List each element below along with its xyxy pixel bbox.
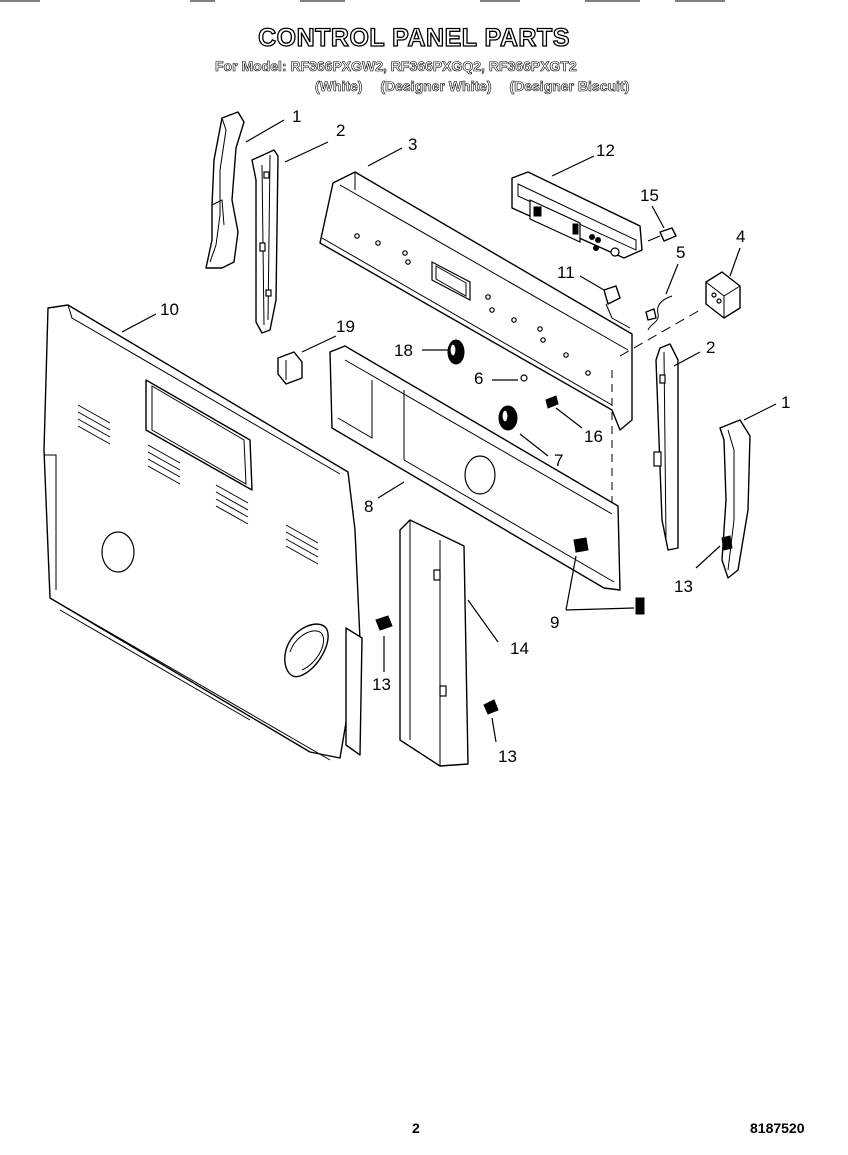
part-4-switch-box <box>705 271 741 319</box>
callout-12: 12 <box>596 141 615 160</box>
callout-2-top: 2 <box>336 121 345 140</box>
callout-3: 3 <box>408 135 417 154</box>
callout-6: 6 <box>474 369 483 388</box>
callout-4: 4 <box>736 227 745 246</box>
part-13-screws <box>375 535 733 715</box>
part-1-left-endcap <box>205 111 245 269</box>
part-6-screw <box>520 374 528 382</box>
callout-19: 19 <box>336 317 355 336</box>
callout-15: 15 <box>640 186 659 205</box>
callout-13-right: 13 <box>674 577 693 596</box>
page-number: 2 <box>412 1120 420 1136</box>
part-8-control-frame <box>329 345 621 591</box>
part-19-clip <box>277 351 303 385</box>
part-16-screw <box>545 395 559 409</box>
callout-16: 16 <box>584 427 603 446</box>
callout-labels: 1 2 3 12 15 4 5 11 10 19 18 2 1 6 16 7 8… <box>160 107 790 766</box>
part-2-right-bracket <box>653 343 679 551</box>
callout-7: 7 <box>554 451 563 470</box>
model-list: For Model: RF366PXGW2, RF366PXGQ2, RF366… <box>215 58 577 75</box>
callout-13-bottom: 13 <box>498 747 517 766</box>
part-9-screws <box>573 537 645 615</box>
part-12-touch-control <box>511 171 643 259</box>
document-number: 8187520 <box>750 1120 805 1136</box>
callout-10: 10 <box>160 300 179 319</box>
part-11-connector <box>603 285 631 329</box>
alignment-lines <box>611 309 701 520</box>
callout-9: 9 <box>550 613 559 632</box>
callout-1-top: 1 <box>292 107 301 126</box>
model-variants: (White) (Designer White) (Designer Biscu… <box>315 78 643 95</box>
callout-2-right: 2 <box>706 338 715 357</box>
part-1-right-endcap <box>719 419 751 579</box>
part-15-screw <box>647 227 677 242</box>
part-5-wire-harness <box>645 295 673 331</box>
variant-designer-white: (Designer White) <box>380 78 492 95</box>
part-14-channel <box>399 519 469 767</box>
callout-5: 5 <box>676 243 685 262</box>
variant-white: (White) <box>315 78 363 95</box>
part-7-knob <box>498 405 518 431</box>
leader-lines <box>121 119 777 743</box>
part-18-knob <box>447 339 465 365</box>
callout-11: 11 <box>557 263 575 282</box>
callout-18: 18 <box>394 341 413 360</box>
part-2-left-bracket <box>251 149 279 334</box>
callout-1-right: 1 <box>781 393 790 412</box>
variant-designer-biscuit: (Designer Biscuit) <box>509 78 630 95</box>
page-title: CONTROL PANEL PARTS <box>257 23 570 52</box>
part-10-back-panel <box>43 304 363 761</box>
part-3-console-panel <box>319 171 633 431</box>
callout-14: 14 <box>510 639 529 658</box>
callout-13-left: 13 <box>372 675 391 694</box>
callout-8: 8 <box>364 497 373 516</box>
